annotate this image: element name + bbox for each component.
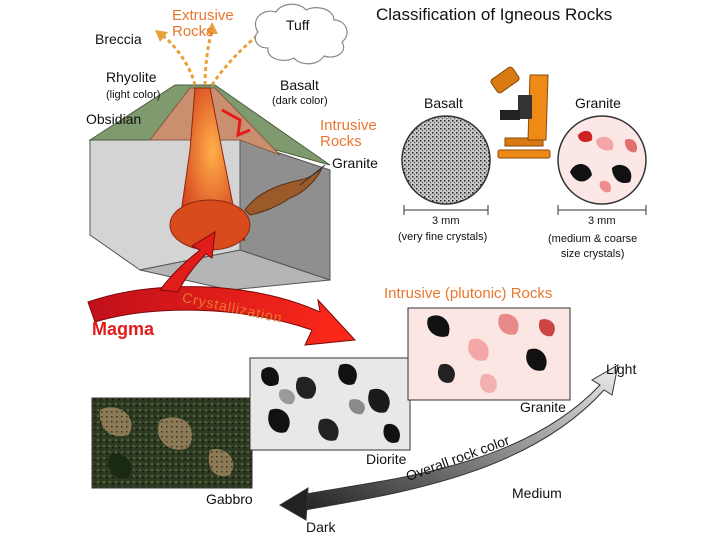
obsidian-label: Obsidian [86,111,142,127]
basalt-crystal-note: (very fine crystals) [398,231,488,243]
granite-crystal-note: (medium & coarse size crystals) [548,233,638,260]
granite-section-label: Granite [575,95,621,111]
granite-thin-section [557,115,647,205]
volcano-block [88,84,331,291]
magma-label: Magma [92,319,155,339]
basalt-volcano-label: Basalt [280,77,319,93]
gabbro-sample [91,397,253,489]
magma-arrow [87,231,357,346]
tuff-cloud [254,3,348,65]
rhyolite-note: (light color) [106,89,161,101]
plutonic-rocks-title: Intrusive (plutonic) Rocks [384,285,553,302]
granite-scale-label: 3 mm [588,215,616,227]
microscope-icon [490,66,551,159]
basalt-scale-label: 3 mm [432,215,460,227]
granite-sample [407,307,571,401]
medium-label: Medium [512,485,562,501]
basalt-thin-section [401,115,491,205]
gabbro-sample-label: Gabbro [206,491,253,507]
basalt-volcano-note: (dark color) [272,95,328,107]
diagram-title: Classification of Igneous Rocks [376,5,613,24]
granite-volcano-label: Granite [332,155,378,171]
intrusive-rocks-label: Intrusive Rocks [320,117,377,150]
rhyolite-label: Rhyolite [106,69,157,85]
diorite-sample-label: Diorite [366,451,407,467]
breccia-label: Breccia [95,31,142,47]
color-scale-arrow [279,364,619,521]
basalt-section-label: Basalt [424,95,463,111]
tuff-label: Tuff [286,17,310,33]
extrusive-rocks-label: Extrusive Rocks [172,7,234,40]
dark-label: Dark [306,519,336,535]
granite-sample-label: Granite [520,399,566,415]
diorite-sample [249,357,411,451]
light-label: Light [606,361,637,377]
